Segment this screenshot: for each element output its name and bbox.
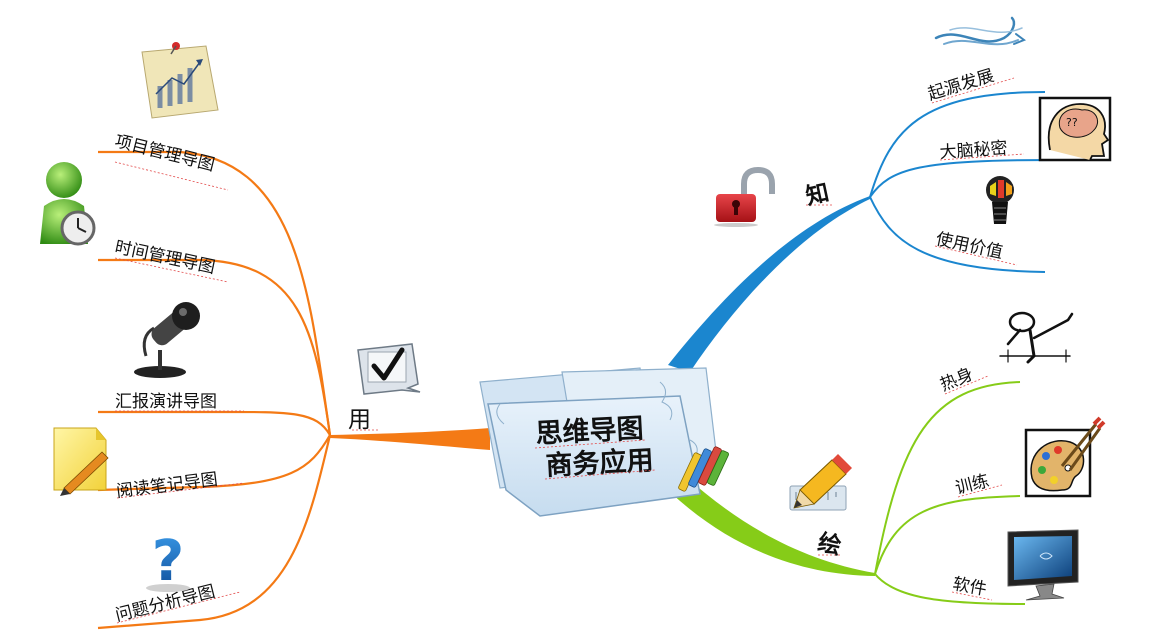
monitor-icon: [1007, 529, 1079, 601]
know-item-3[interactable]: 使用价值: [934, 228, 1005, 263]
brain-head-icon: ??: [1038, 96, 1112, 162]
notepad-pencil-icon: [53, 427, 109, 496]
swirl-arrows-icon: [934, 16, 1027, 46]
paint-palette-icon: [1024, 416, 1106, 498]
use-item-1[interactable]: 项目管理导图: [113, 131, 217, 175]
branch-know: [668, 196, 870, 372]
know-sub-branches: [869, 91, 1056, 273]
draw-item-3[interactable]: 软件: [951, 574, 988, 600]
use-item-4[interactable]: 阅读笔记导图: [115, 470, 219, 502]
lightbulb-icon: [986, 176, 1014, 224]
paper-stack-icon: [479, 367, 719, 517]
use-item-3[interactable]: 汇报演讲导图: [115, 392, 217, 412]
user-clock-icon: [40, 162, 96, 246]
checkmark-card-icon: [357, 343, 421, 395]
draw-sub-branches: [874, 381, 1026, 605]
unlocked-padlock-icon: [714, 166, 775, 227]
svg-text:?: ?: [152, 529, 184, 594]
know-item-2[interactable]: 大脑秘密: [939, 138, 1008, 163]
know-item-1[interactable]: 起源发展: [926, 66, 997, 105]
branch-use: [330, 428, 490, 450]
stick-figure-icon: [999, 311, 1074, 364]
draw-item-2[interactable]: 训练: [953, 471, 991, 499]
branch-use-label[interactable]: 用: [348, 407, 371, 433]
label-underlines: [114, 77, 1025, 624]
use-item-2[interactable]: 时间管理导图: [113, 237, 217, 278]
sticky-note-chart-icon: [141, 42, 219, 119]
center-title-line2[interactable]: 商务应用: [545, 444, 655, 482]
branch-draw-label[interactable]: 绘: [816, 529, 844, 560]
question-mark-icon: ?: [146, 529, 190, 594]
crayons-icon: [678, 446, 729, 492]
branch-know-label[interactable]: 知: [803, 179, 831, 210]
pencil-ruler-icon: [789, 454, 852, 511]
use-sub-branches: [97, 150, 332, 630]
svg-text:??: ??: [1066, 116, 1078, 129]
microphone-icon: [134, 302, 200, 378]
center-title-line1[interactable]: 思维导图: [535, 413, 644, 450]
